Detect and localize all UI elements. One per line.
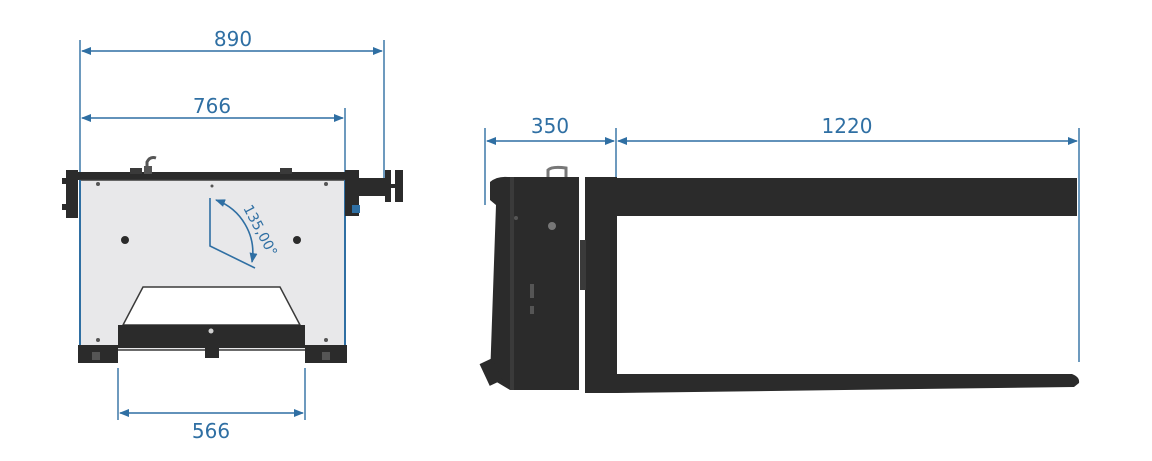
dimension-label-766: 766 <box>193 94 231 118</box>
dimension-label-1220: 1220 <box>822 114 873 138</box>
bottom-beam <box>118 325 305 348</box>
top-rail <box>78 172 348 180</box>
upper-fork-tine <box>617 178 1077 216</box>
carriage-lower-arm <box>479 358 503 386</box>
hydraulic-fitting <box>145 156 157 172</box>
angle-arc <box>215 199 258 263</box>
bottom-opening <box>121 286 302 326</box>
side-hydraulic-fitting <box>546 165 568 177</box>
plate-hole <box>293 236 301 244</box>
side-view: 350 1220 <box>479 114 1080 393</box>
lower-fork-tine <box>617 374 1080 393</box>
dimension-label-350: 350 <box>531 114 569 138</box>
front-view: 890 766 566 <box>62 27 403 443</box>
right-bracket <box>345 170 359 216</box>
dimension-label-890: 890 <box>214 27 252 51</box>
fork-shank <box>585 177 617 393</box>
left-bracket <box>66 170 78 218</box>
hitch-arm <box>359 178 387 196</box>
carriage-body <box>490 176 579 390</box>
dimension-label-566: 566 <box>192 419 230 443</box>
plate-hole <box>121 236 129 244</box>
